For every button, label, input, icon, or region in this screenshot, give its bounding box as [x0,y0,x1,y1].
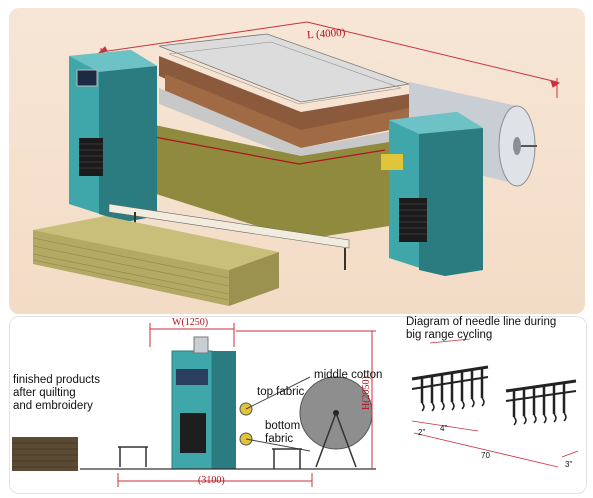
left-machine-housing [69,50,157,222]
feed-bench [272,448,302,469]
fabric-panel [131,120,389,240]
base-dimension-label: (3100) [198,475,225,486]
needle-dimension-lines [413,338,579,468]
bottom-fabric-label: bottom fabric [265,420,301,446]
needle-pitch-a-label: 2" [418,428,426,437]
top-fabric-label: top fabric [257,386,305,398]
fabric-red-line [148,135,386,165]
needle-depth-label: 3" [565,460,573,469]
needle-bar-left [411,365,489,432]
product-stack [32,216,279,306]
needle-pitch-b-label: 4" [440,424,448,433]
base-dimension-line [117,473,313,487]
machine-render-panel [9,8,585,314]
width-dimension-line [149,323,235,347]
needle-diagram-title: Diagram of needle line during big range … [406,316,557,342]
length-dimension-line [97,21,561,98]
machine-illustration [32,21,561,306]
finished-products-label: finished products after quilting and emb… [13,374,100,413]
right-machine-housing [381,112,483,276]
width-dimension-label: W(1250) [172,317,209,328]
needle-bar-right [505,379,577,426]
finished-products-block [12,437,78,471]
needle-length-label: 70 [481,451,490,460]
middle-cotton-label: middle cotton [314,369,383,381]
schematic-panel [9,316,587,494]
needle-bar-frame [158,33,410,160]
side-view-schematic [12,323,579,487]
height-dimension-line [236,330,376,469]
output-bench [118,446,148,467]
machine-side-profile [171,336,311,470]
